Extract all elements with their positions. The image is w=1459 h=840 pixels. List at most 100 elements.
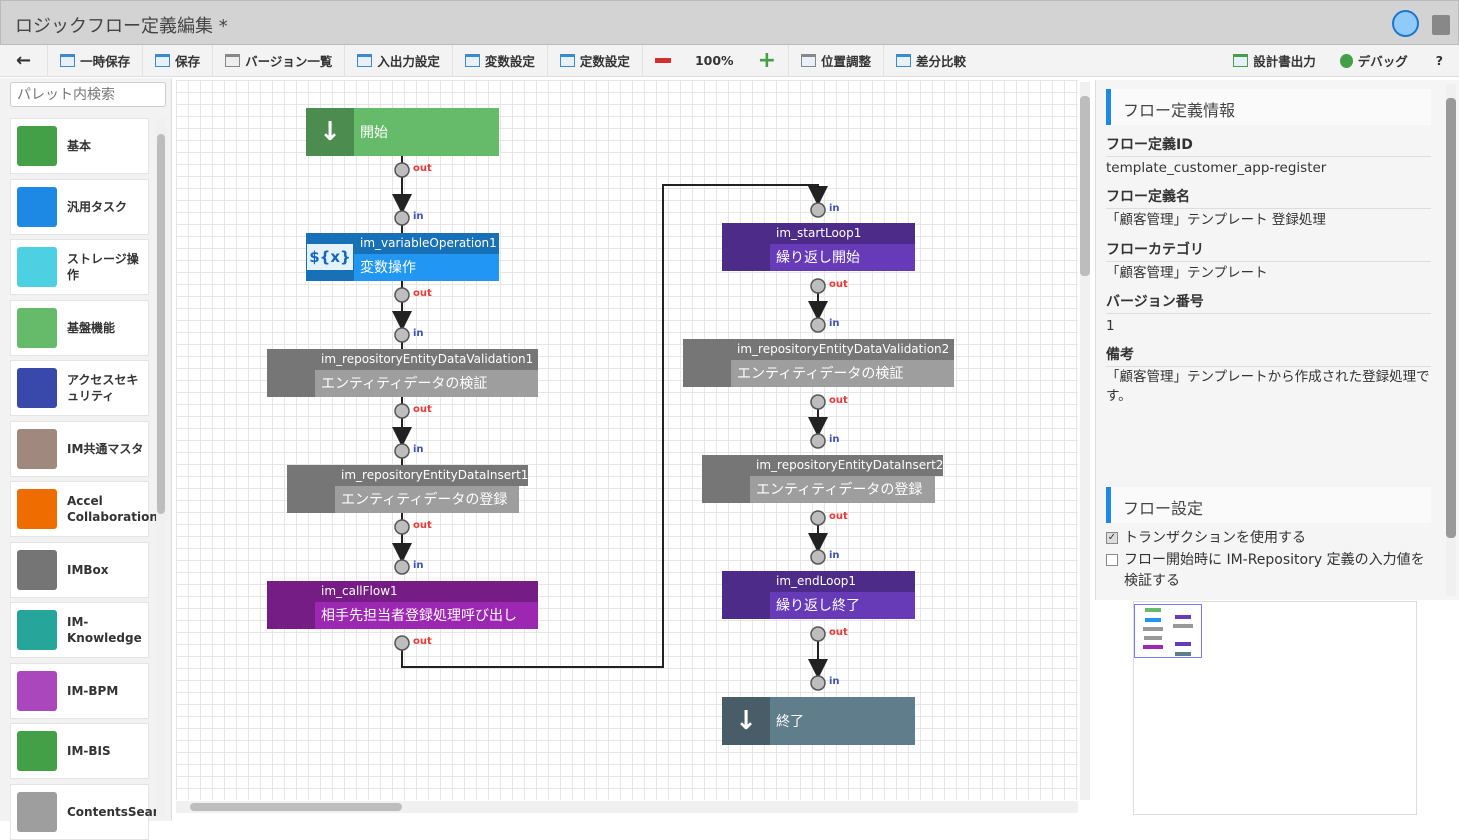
- palette-item[interactable]: Accel Collaboration: [10, 481, 158, 537]
- minimap-viewport[interactable]: [1134, 604, 1202, 658]
- port-out[interactable]: [394, 287, 410, 303]
- palette-item[interactable]: 基本: [10, 118, 149, 174]
- palette-item[interactable]: アクセスセキュリティ: [10, 360, 149, 416]
- lock-icon[interactable]: [1432, 15, 1450, 35]
- port-label: out: [829, 395, 848, 406]
- palette-item[interactable]: ContentsSear: [10, 783, 159, 840]
- position-adjust-button[interactable]: 位置調整: [789, 44, 885, 77]
- port-out[interactable]: [810, 278, 826, 294]
- connection-line[interactable]: [401, 184, 828, 668]
- port-label: in: [829, 318, 840, 329]
- temp-save-button[interactable]: 一時保存: [48, 44, 144, 77]
- flow-id-label: フロー定義ID: [1106, 134, 1431, 157]
- palette-item[interactable]: IMBox: [10, 541, 149, 598]
- save-button[interactable]: 保存: [143, 44, 214, 77]
- version-list-button[interactable]: バージョン一覧: [213, 44, 346, 77]
- port-label: in: [829, 203, 840, 214]
- constant-settings-button[interactable]: 定数設定: [548, 44, 643, 77]
- zoom-in-button[interactable]: +: [746, 44, 789, 77]
- user-avatar[interactable]: [1392, 10, 1419, 37]
- flow-settings-header: フロー設定: [1106, 487, 1431, 523]
- port-out[interactable]: [394, 519, 410, 535]
- panel-scrollbar[interactable]: [1446, 84, 1456, 596]
- port-in[interactable]: [394, 327, 410, 343]
- back-button[interactable]: ←: [0, 44, 49, 77]
- node-id: im_variableOperation1: [354, 233, 499, 254]
- port-out[interactable]: [810, 510, 826, 526]
- diff-button[interactable]: 差分比較: [884, 45, 978, 77]
- variable-settings-button[interactable]: 変数設定: [453, 44, 548, 77]
- node-icon: ${x}: [306, 233, 354, 281]
- document-icon: [1233, 54, 1249, 67]
- port-in[interactable]: [810, 675, 826, 691]
- port-label: in: [413, 560, 424, 571]
- port-in[interactable]: [394, 443, 410, 459]
- palette-item[interactable]: IM-Knowledge: [10, 602, 149, 658]
- validate-input-checkbox[interactable]: フロー開始時に IM-Repository 定義の入力値を検証する: [1106, 550, 1431, 592]
- window-title: ロジックフロー定義編集 *: [15, 16, 228, 37]
- debug-button[interactable]: デバッグ: [1328, 45, 1420, 77]
- palette-search-input[interactable]: [10, 82, 166, 107]
- palette-item[interactable]: IM-BPM: [10, 662, 149, 719]
- port-label: in: [829, 550, 840, 561]
- minimap[interactable]: [1133, 601, 1417, 815]
- palette-category-icon: [17, 247, 57, 287]
- port-in[interactable]: [810, 549, 826, 565]
- node-icon: [267, 349, 315, 397]
- port-label: out: [413, 288, 432, 299]
- port-in[interactable]: [394, 559, 410, 575]
- help-button[interactable]: ?: [1435, 53, 1443, 68]
- port-label: out: [413, 404, 432, 415]
- port-out[interactable]: [394, 403, 410, 419]
- port-out[interactable]: [810, 394, 826, 410]
- port-label: out: [413, 520, 432, 531]
- note-label: 備考: [1106, 344, 1431, 367]
- palette-item[interactable]: 基盤機能: [10, 299, 149, 356]
- palette-category-icon: [17, 549, 57, 590]
- port-in[interactable]: [394, 210, 410, 226]
- canvas-scrollbar-horizontal[interactable]: [176, 801, 1078, 813]
- port-out[interactable]: [810, 626, 826, 642]
- port-out[interactable]: [394, 162, 410, 178]
- palette-item[interactable]: ストレージ操作: [10, 239, 149, 295]
- flow-name-value[interactable]: 「顧客管理」テンプレート 登録処理: [1106, 212, 1326, 228]
- canvas-scrollbar-vertical[interactable]: [1080, 82, 1090, 800]
- node-icon: [722, 571, 770, 619]
- note-textarea[interactable]: 「顧客管理」テンプレートから作成された登録処理です。: [1106, 369, 1430, 404]
- minus-icon: [654, 58, 671, 63]
- node-label: 繰り返し終了: [776, 598, 860, 614]
- use-transaction-checkbox[interactable]: ✓トランザクションを使用する: [1106, 530, 1306, 546]
- port-in[interactable]: [810, 433, 826, 449]
- palette-scrollbar[interactable]: [156, 118, 166, 818]
- palette-category-icon: [17, 186, 57, 227]
- flow-end-node[interactable]: ↓終了: [722, 697, 915, 745]
- spec-output-button[interactable]: 設計書出力: [1221, 45, 1328, 77]
- palette-item[interactable]: 汎用タスク: [10, 178, 149, 235]
- port-in[interactable]: [810, 317, 826, 333]
- palette-item[interactable]: IM-BIS: [10, 723, 149, 779]
- port-in[interactable]: [810, 202, 826, 218]
- checkbox-unchecked[interactable]: [1106, 554, 1118, 566]
- checkbox-checked[interactable]: ✓: [1106, 532, 1118, 544]
- palette-category-icon: [17, 126, 57, 166]
- palette-item[interactable]: IM共通マスタ: [10, 420, 149, 477]
- list-icon: [225, 54, 241, 67]
- port-label: in: [413, 211, 424, 222]
- port-out[interactable]: [394, 635, 410, 651]
- io-settings-button[interactable]: 入出力設定: [345, 44, 453, 77]
- zoom-out-button[interactable]: [643, 45, 683, 77]
- port-label: in: [413, 444, 424, 455]
- flow-category-value[interactable]: 「顧客管理」テンプレート: [1106, 265, 1268, 281]
- node-label: エンティティデータの登録: [341, 492, 508, 508]
- flow-start-node[interactable]: ↓開始: [306, 108, 499, 156]
- flow-id-value[interactable]: template_customer_app-register: [1106, 160, 1327, 176]
